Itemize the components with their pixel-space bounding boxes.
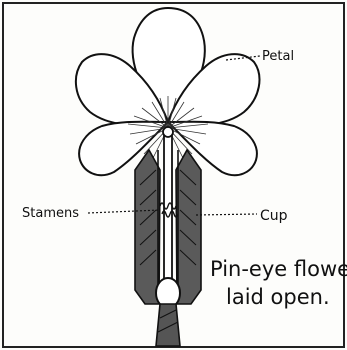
- label-cup: Cup: [260, 209, 288, 223]
- label-petal: Petal: [262, 50, 294, 63]
- stalk: [156, 304, 180, 346]
- sepal-left: [135, 150, 160, 304]
- caption-line-1: Pin-eye flower: [210, 259, 347, 280]
- flower-stalk: [156, 304, 180, 346]
- stigma: [163, 127, 173, 137]
- sepal-right: [176, 150, 201, 304]
- label-stamens: Stamens: [22, 207, 79, 220]
- cup-leader: [196, 214, 257, 215]
- caption-line-2: laid open.: [226, 287, 330, 308]
